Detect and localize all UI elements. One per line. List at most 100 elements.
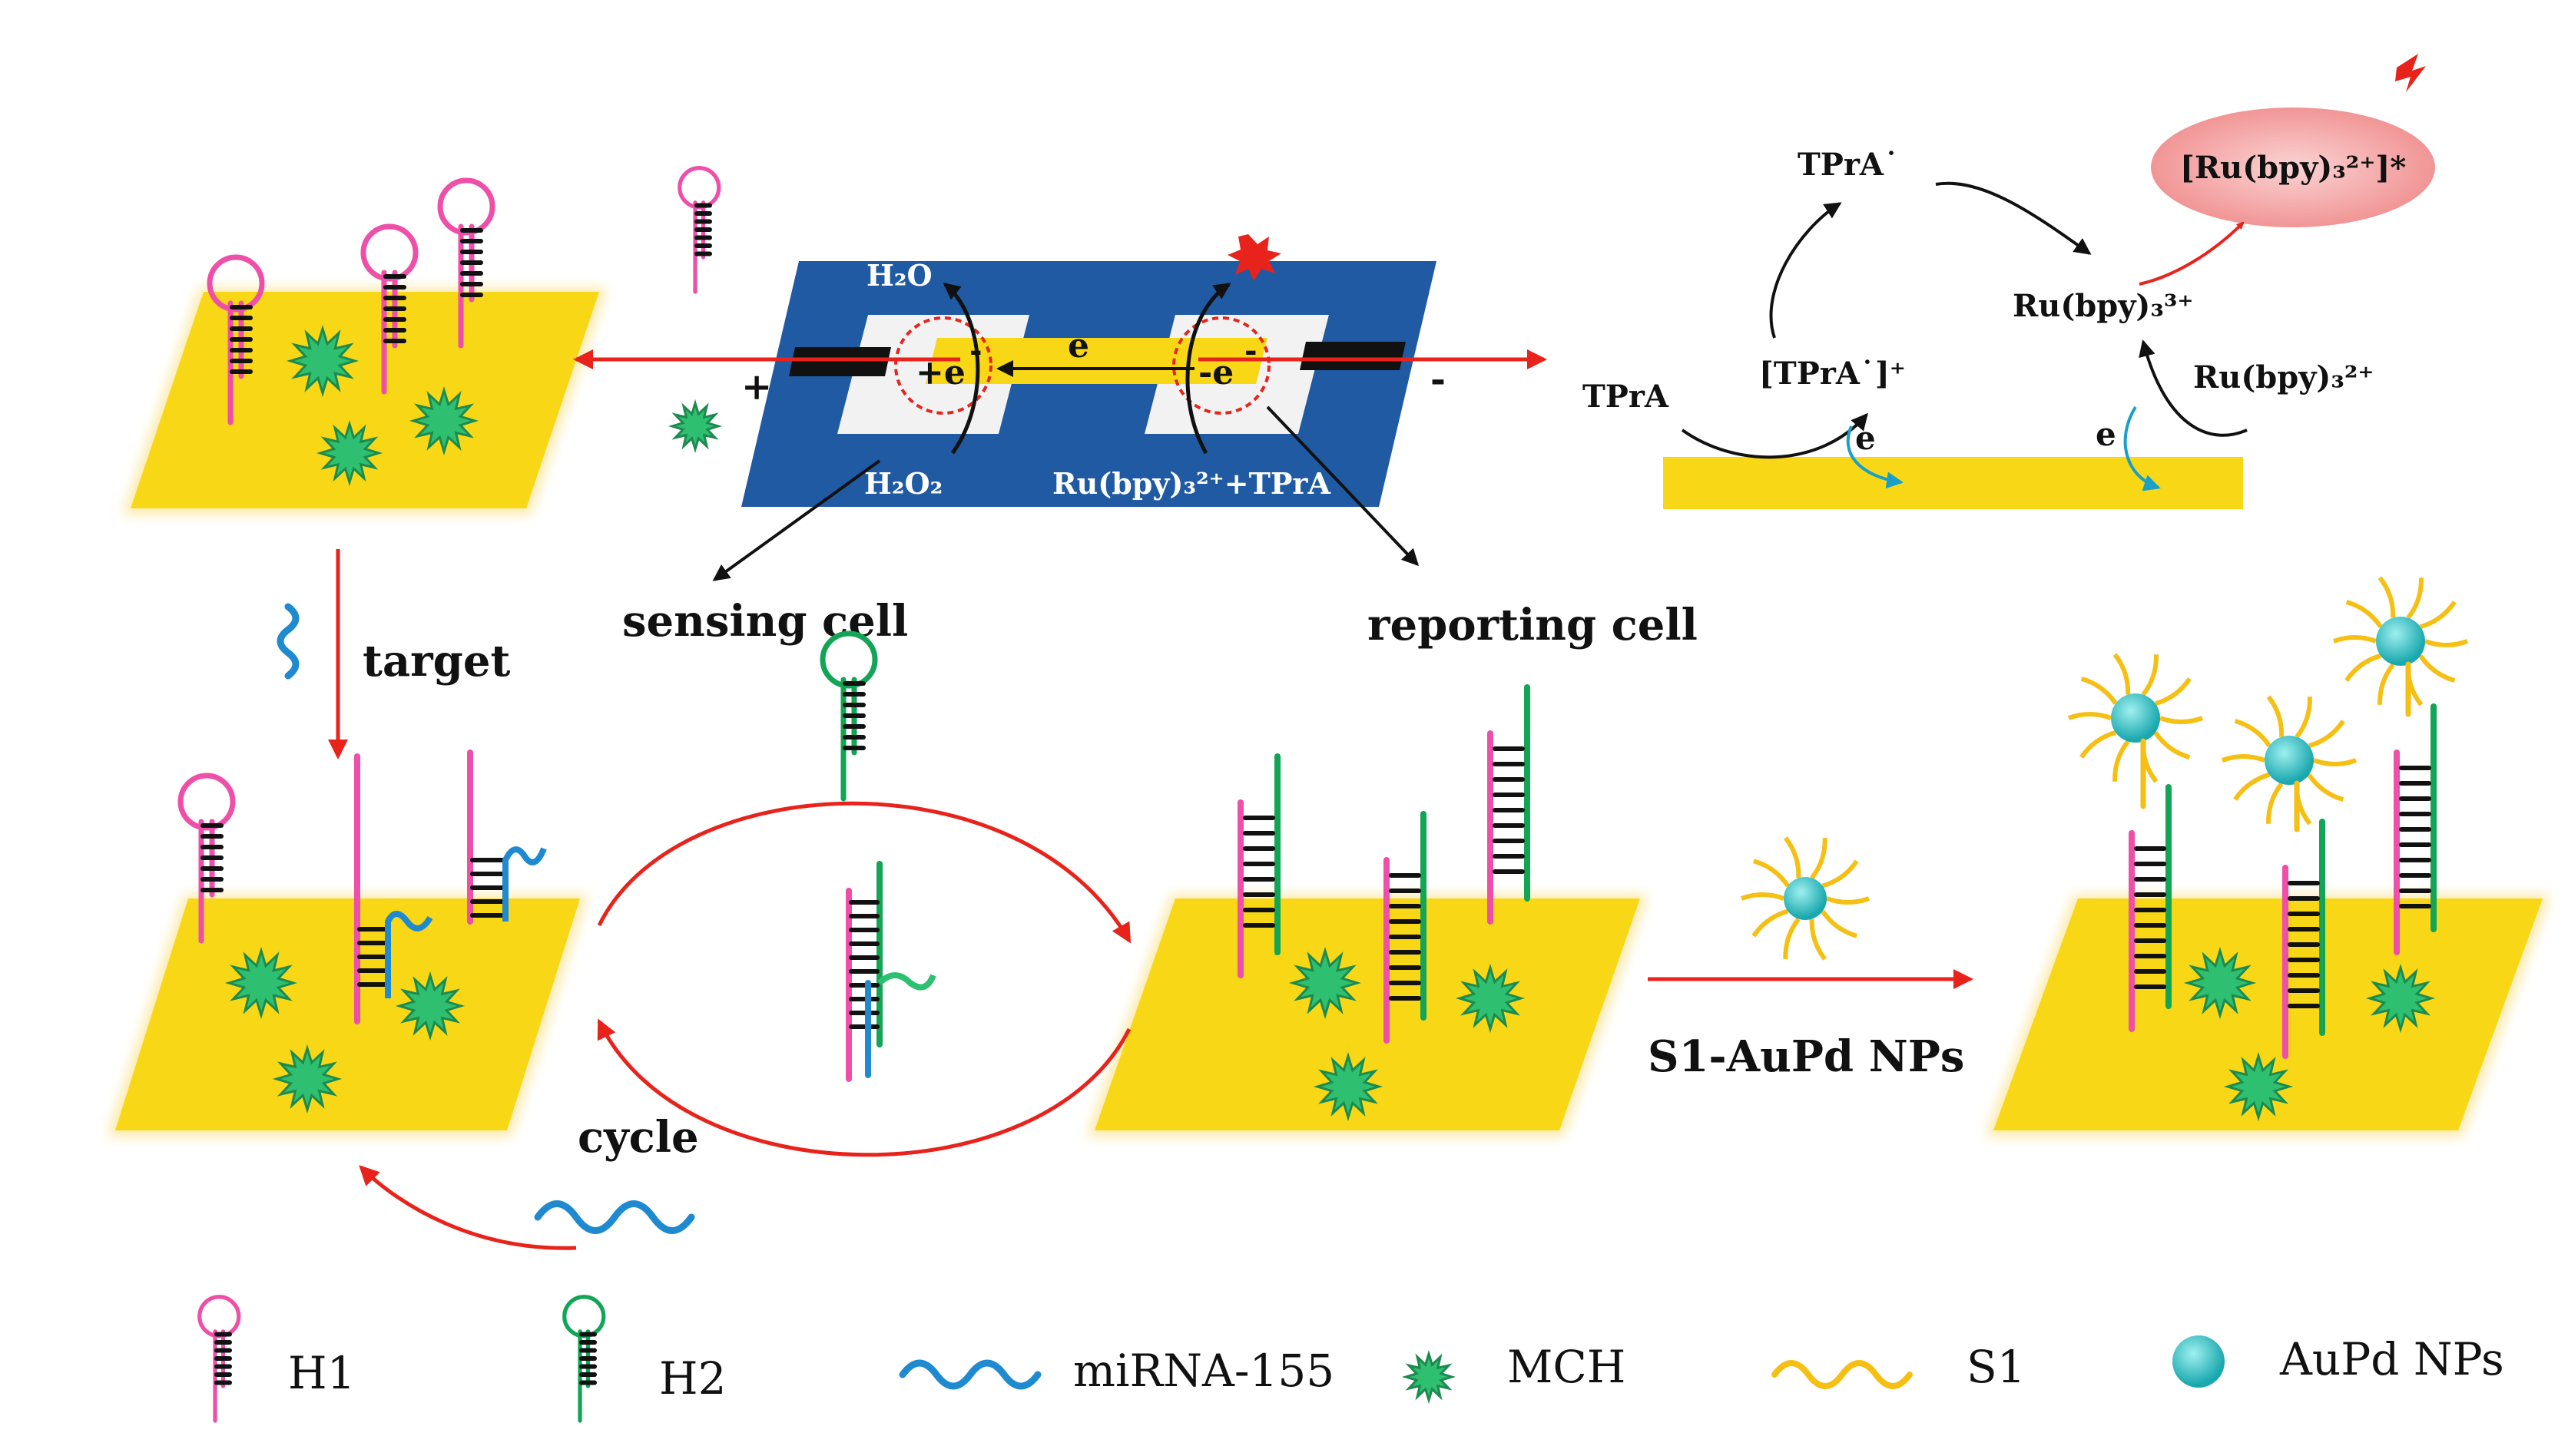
s1-strand [1810,837,1827,880]
h2-hairpin-icon [562,1295,606,1423]
tpra-label: TPrA [1582,379,1669,415]
hairpin-loop [678,166,721,210]
free-h1-hairpin [678,166,721,294]
h1-h2-duplex [1487,684,1530,925]
hairpin-loop [360,223,419,282]
s1-strand [1809,918,1827,961]
mechanism-electron-2: e [2096,415,2116,453]
anode-pole-sign: - [969,333,982,369]
plus-e-label: +e [916,353,966,392]
legend: H1 H2 miRNA-155 MCH S1 AuPd NPs [197,1295,2504,1423]
aupd-nanoparticle [1784,877,1827,920]
h1-hairpin [437,177,495,349]
reporting-cell-label: reporting cell [1367,600,1698,650]
legend-label-aupd: AuPd NPs [2279,1333,2504,1385]
legend-label-s1: S1 [1967,1341,2026,1393]
s1-strand [2067,712,2112,720]
released-mirna-icon [534,1200,695,1234]
ru2-label: Ru(bpy)₃²⁺ [2193,359,2374,395]
legend-label-mirna: miRNA-155 [1073,1345,1334,1397]
s1-strand [2307,773,2344,802]
h1-h2-duplex [1238,753,1281,978]
s1-strand [2112,740,2130,782]
anode-pole-circle [894,316,992,415]
free-h2-hairpin [820,630,878,802]
ru-excited-label: [Ru(bpy)₃²⁺]* [2180,150,2406,186]
dna-structures [177,166,2469,1122]
hairpin-loop [562,1295,606,1339]
s1-strand [2308,720,2345,749]
s1-strand [2159,716,2204,724]
s1-strand [2234,718,2271,747]
bipolar-chip [741,234,1436,507]
s1-aupd-conjugate [2332,576,2469,706]
s1-strand [2221,754,2266,763]
s1-strand [2345,599,2383,628]
s1-strand [2141,654,2159,697]
s1-strand [2233,772,2270,801]
minus-terminal-label: - [1430,358,1446,401]
target-mirna [385,911,433,998]
s1-wave-icon [1771,1360,1913,1389]
s1-strand [2112,653,2131,695]
h1-hairpin [207,254,265,425]
cathode-pole-sign: - [1244,333,1257,369]
mch-molecule [1455,963,1526,1034]
mirna-wave-icon [899,1359,1042,1390]
s1-strand [2079,730,2116,759]
plus-terminal-label: + [741,366,772,409]
s1-strand [1821,909,1858,938]
s1-strand [2266,695,2285,737]
legend-label-h1: H1 [288,1347,355,1399]
s1-strand [2420,601,2457,630]
lightning-icon [2395,54,2426,92]
gold-substrate [115,898,580,1130]
s1-strand [1752,859,1790,888]
recycle-arrow [359,1165,577,1250]
legend-label-mch: MCH [1507,1341,1625,1393]
h2o2-label: H₂O₂ [864,466,943,501]
mechanism-electron-1: e [1855,419,1876,457]
s1-strand [1825,896,1870,905]
hairpin-loop [177,773,236,831]
minus-e-label: -e [1198,353,1234,392]
s1-strand [2418,654,2456,683]
s1-strand [2332,635,2377,644]
hairpin-loop [437,177,495,236]
tpra-cation-label: [TPrA˙]⁺ [1759,356,1906,392]
s1-aupd-conjugate [2221,695,2358,826]
h1-hairpin-icon [197,1295,241,1423]
hairpin-loop [197,1295,241,1339]
mch-molecule [409,386,479,456]
s1-strand [2312,758,2358,766]
s1-strand [2377,663,2395,705]
aupd-nanoparticle [2376,617,2425,666]
mechanism-electrode [1663,457,2243,509]
opened-h1-with-target [354,750,547,1024]
mch-molecule [316,419,383,487]
ru-tpra-label: Ru(bpy)₃²⁺+TPrA [1052,466,1330,501]
s1-strand [2295,697,2312,739]
mch-molecule [395,971,466,1041]
s1-strand [2344,653,2381,682]
gold-substrate [1095,898,1640,1130]
h1-h2-duplex [2394,703,2437,955]
legend-label-h2: H2 [659,1352,726,1405]
cathode-pole-circle [1172,316,1271,415]
ecl-mechanism [1663,54,2435,509]
mch-molecule [2183,946,2257,1020]
h1-h2-duplex [2129,784,2172,1032]
s1-aupd-label: S1-AuPd NPs [1648,1031,1964,1082]
ecl-emission-star [1228,234,1281,281]
s1-strand [2080,676,2118,705]
aupd-nanoparticle [2265,736,2314,785]
mch-molecule [286,324,360,398]
panel-duplex [1087,895,1648,1137]
driving-electrode-cathode [1300,342,1406,370]
target-mirna [502,846,547,922]
aupd-sphere-icon [2172,1335,2225,1388]
aupd-nanoparticle [2111,693,2160,743]
s1-strand [1783,836,1801,879]
free-mch-molecule [668,399,723,454]
